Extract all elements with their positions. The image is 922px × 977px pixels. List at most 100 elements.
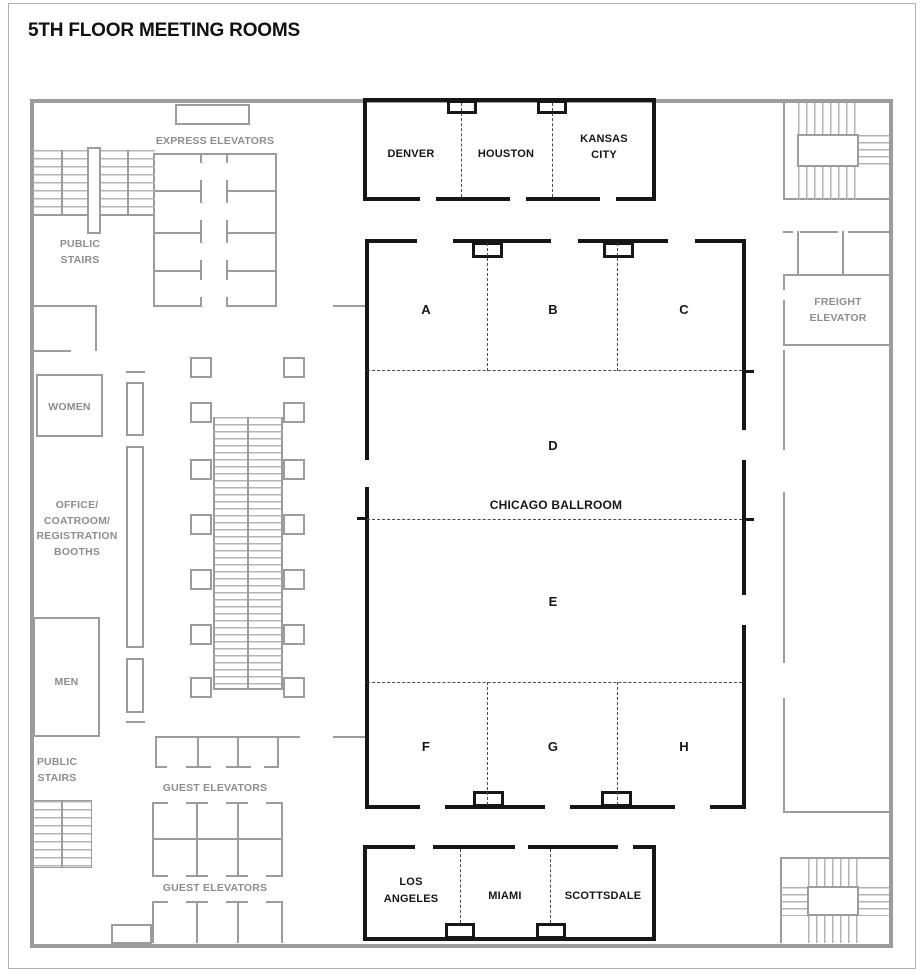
room-label-scottsdale: SCOTTSDALE — [564, 890, 642, 902]
pillar — [190, 514, 212, 535]
guest-elevators-upper-label: GUEST ELEVATORS — [162, 782, 268, 794]
stair-treads — [798, 103, 858, 136]
wall-segment — [783, 344, 889, 346]
pillar — [283, 569, 305, 590]
stair-landing — [807, 886, 859, 916]
wall-segment — [152, 901, 154, 943]
room-divider-dashed — [552, 103, 553, 197]
wall-segment — [783, 274, 785, 290]
men-room — [33, 617, 100, 737]
wall-segment — [228, 190, 277, 192]
wall-segment — [153, 190, 200, 192]
room-divider-dashed — [550, 849, 551, 923]
top-rooms-right-wall — [652, 98, 656, 201]
wall-segment — [266, 802, 283, 804]
section-label-b: B — [548, 302, 558, 317]
wall-segment — [152, 875, 168, 877]
pillar — [190, 459, 212, 480]
grand-stair-treads — [214, 417, 283, 690]
registration-counter — [126, 446, 144, 648]
wall-segment — [333, 305, 365, 307]
pillar — [190, 357, 212, 378]
wall-segment — [363, 845, 415, 849]
wall-segment — [237, 802, 239, 877]
wall-segment — [578, 239, 668, 243]
wall-segment — [695, 239, 746, 243]
wall-segment — [742, 460, 746, 595]
partition-track-marker — [536, 923, 566, 939]
registration-counter — [126, 658, 144, 713]
section-label-f: F — [421, 739, 431, 754]
wall-segment — [95, 305, 97, 351]
top-rooms-left-wall — [363, 98, 367, 201]
stair-treads — [808, 859, 858, 887]
wall-segment — [153, 305, 200, 307]
elevator-door-opening — [224, 280, 230, 297]
wall-segment — [365, 805, 420, 809]
wall-segment — [528, 845, 618, 849]
wall-segment — [363, 197, 420, 201]
room-divider-dashed — [461, 103, 462, 197]
partition-track-marker — [473, 791, 504, 807]
elevator-door-opening — [224, 163, 230, 180]
wall-segment — [197, 736, 199, 768]
section-label-h: H — [679, 739, 689, 754]
section-divider-dashed — [367, 682, 742, 683]
wall-segment — [436, 197, 510, 201]
wall-segment — [237, 736, 239, 768]
office-label: OFFICE/ COATROOM/ REGISTRATION BOOTHS — [36, 499, 118, 558]
wall-segment — [281, 802, 283, 877]
wall-segment — [433, 845, 515, 849]
wall-segment — [365, 239, 417, 243]
pillar — [283, 402, 305, 423]
wall-segment — [152, 838, 283, 840]
wall-segment — [152, 802, 154, 877]
page-border — [8, 3, 916, 969]
wall-segment — [264, 766, 279, 768]
pillar — [190, 677, 212, 698]
wall-segment — [783, 103, 785, 200]
wall-segment — [742, 239, 746, 430]
section-divider-dashed — [367, 519, 742, 520]
pillar — [283, 357, 305, 378]
wall-segment — [200, 153, 202, 307]
wall-segment — [155, 736, 300, 738]
public-stairs-bottom-treads — [33, 800, 92, 868]
men-label: MEN — [54, 676, 79, 688]
wall-segment — [783, 811, 889, 813]
women-room — [36, 374, 103, 437]
partition-track-marker — [601, 791, 632, 807]
pillar — [283, 459, 305, 480]
pillar — [283, 624, 305, 645]
top-rooms-top-wall — [363, 98, 656, 102]
wall-segment — [213, 417, 215, 690]
room-label-kansas-city: KANSAS CITY — [580, 133, 628, 161]
wall-segment — [186, 766, 211, 768]
public-stairs-top-label: PUBLIC STAIRS — [59, 238, 101, 266]
stair-center-rail — [247, 417, 249, 690]
wall-segment — [281, 417, 283, 690]
wall-segment — [277, 736, 279, 768]
wall-segment — [213, 688, 283, 690]
wall-segment — [196, 901, 198, 943]
wall-segment — [61, 800, 63, 868]
elevator-door-opening — [198, 243, 204, 260]
partition-track-marker — [447, 100, 477, 114]
wall-segment — [616, 197, 656, 201]
wall-tick — [746, 518, 754, 521]
wall-segment — [126, 721, 145, 723]
wall-segment — [797, 231, 799, 275]
partition-track-marker — [445, 923, 475, 939]
wall-segment — [333, 736, 365, 738]
elevator-door-opening — [224, 203, 230, 220]
wall-segment — [266, 901, 283, 903]
elevator-door-opening — [198, 280, 204, 297]
wall-segment — [61, 150, 63, 216]
stair-treads — [798, 166, 858, 200]
wall-segment — [266, 875, 283, 877]
registration-counter — [126, 382, 144, 436]
women-label: WOMEN — [48, 401, 91, 413]
section-divider-dashed — [367, 370, 742, 371]
bottom-rooms-left-wall — [363, 845, 367, 941]
